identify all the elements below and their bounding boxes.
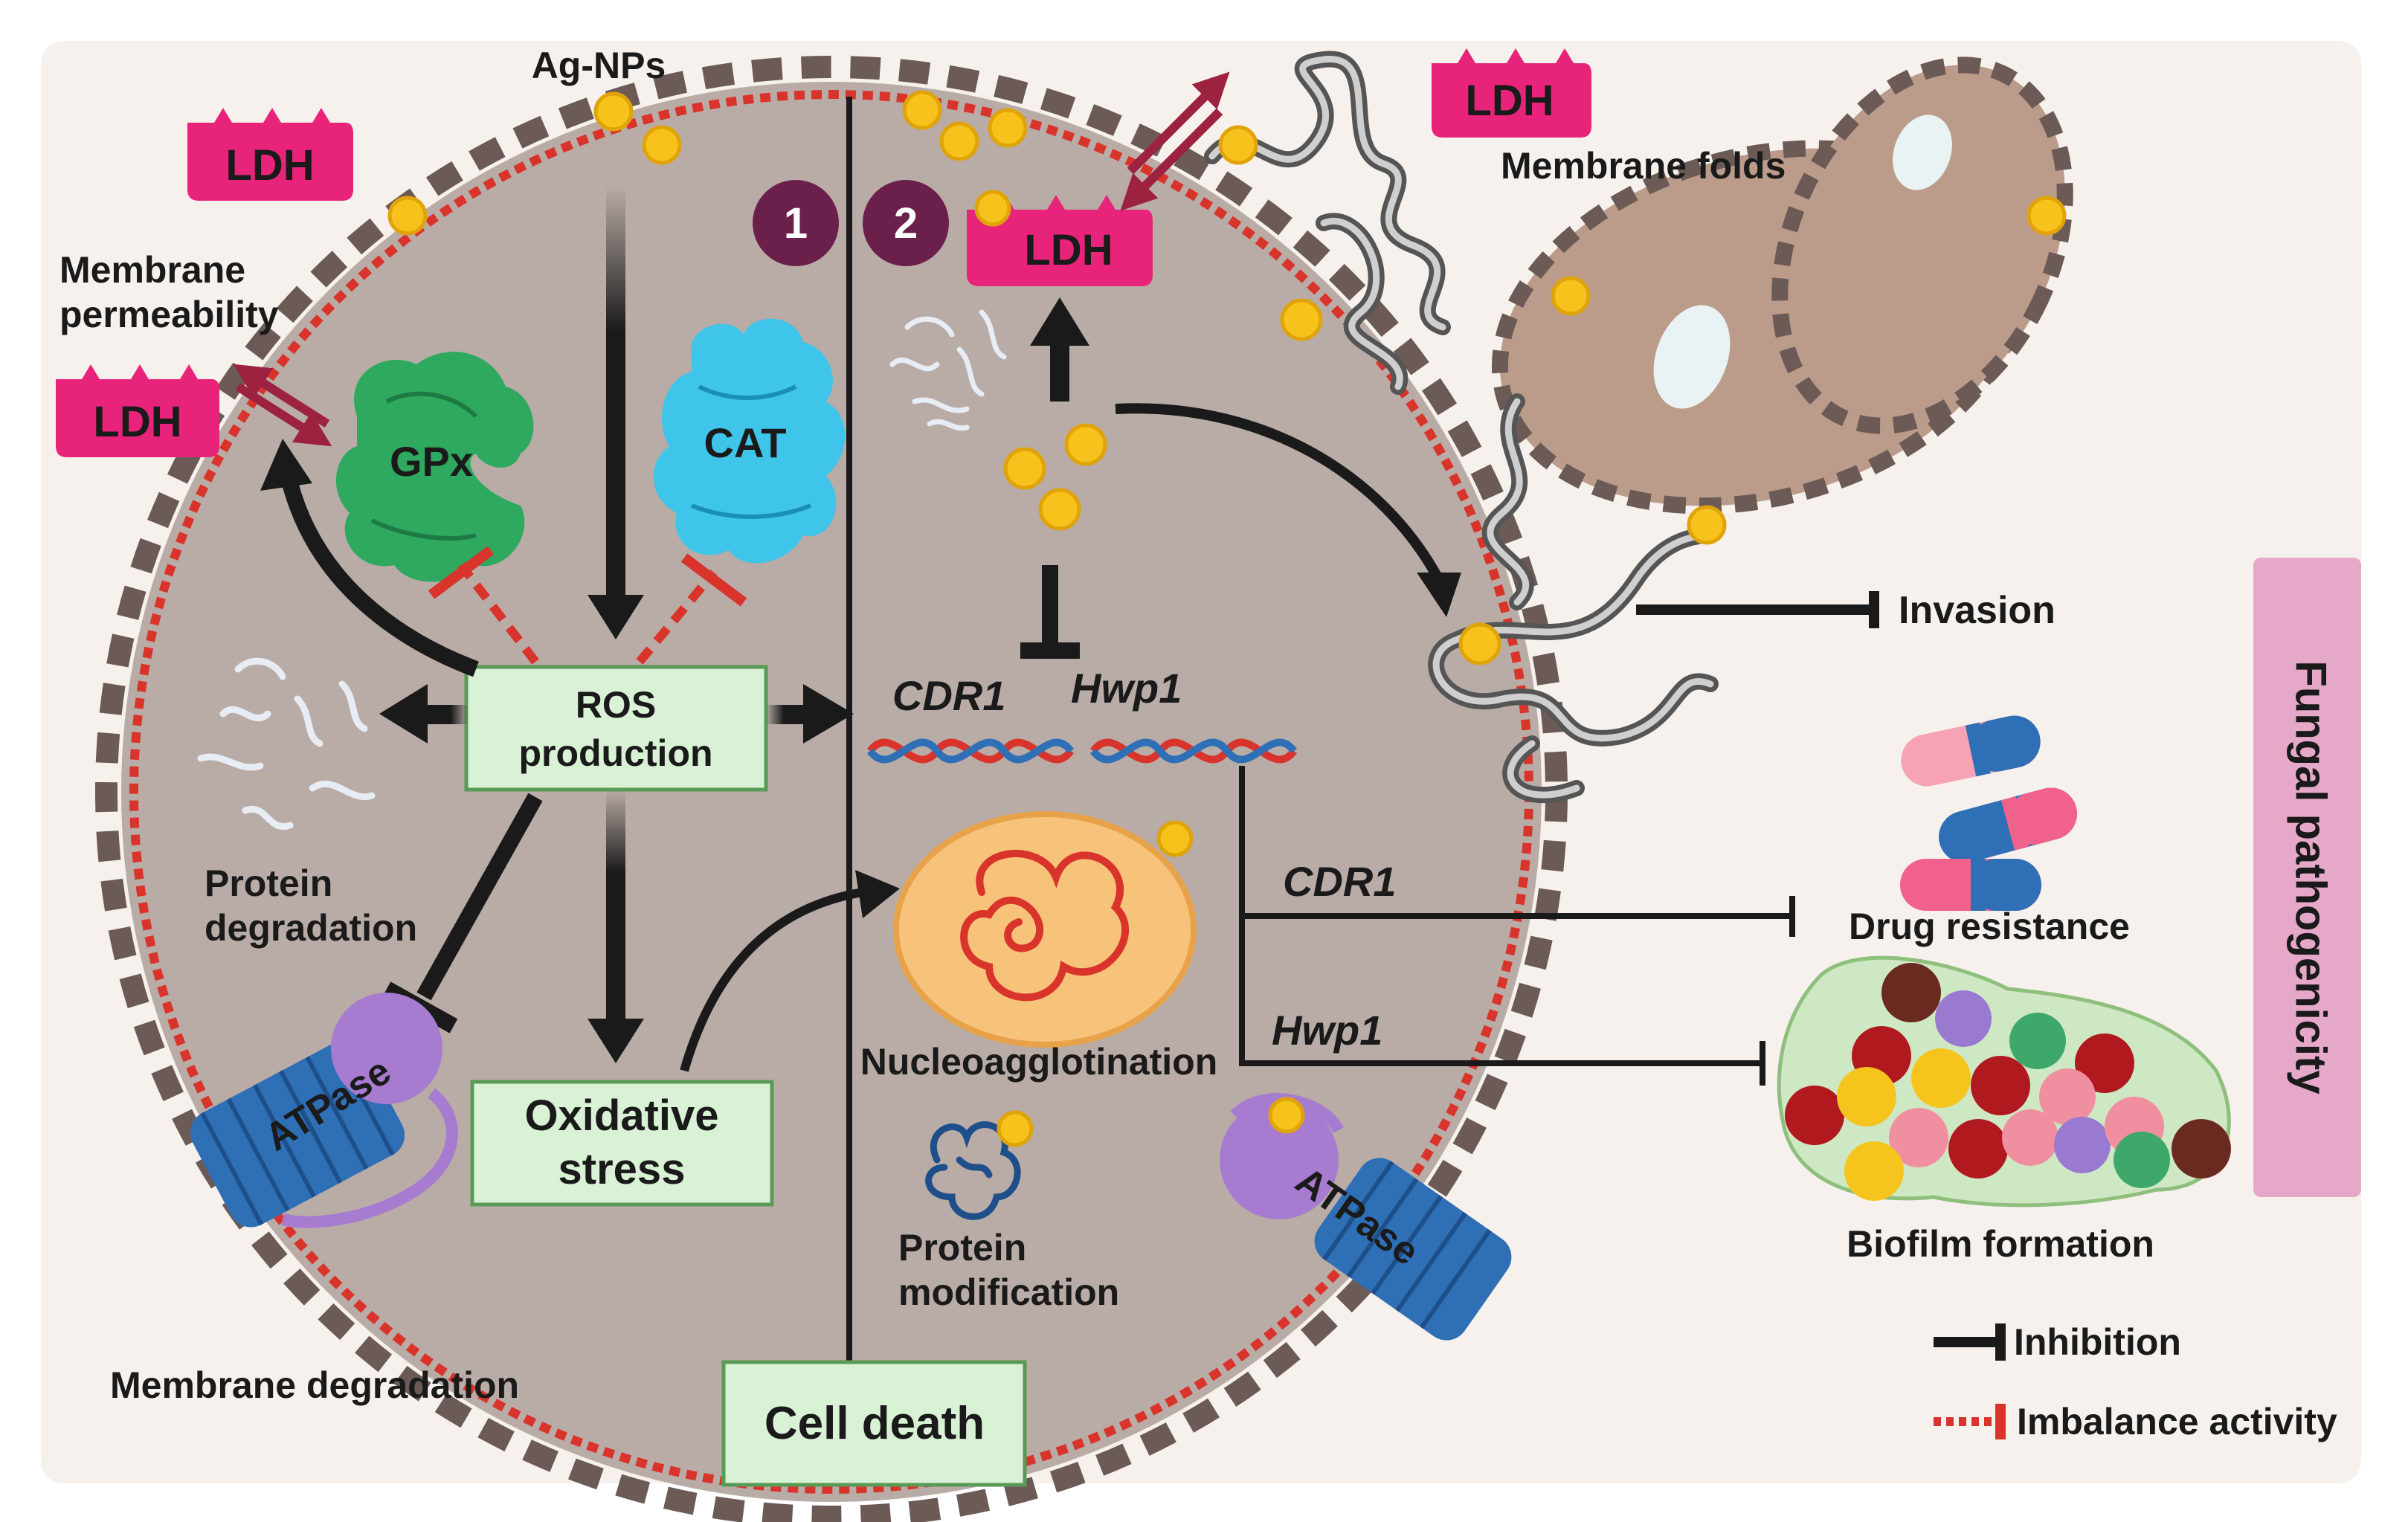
cell-death-box — [721, 1360, 1027, 1487]
ldh-badge-center — [967, 195, 1153, 286]
protein-modification-label-1: Protein — [898, 1227, 1026, 1268]
protein-modification-label-2: modification — [898, 1271, 1119, 1313]
step-1-label: 1 — [784, 199, 808, 248]
oxidative-label-1: Oxidative — [524, 1091, 718, 1140]
ros-label-1: ROS — [576, 684, 656, 726]
ros-left-arrow-head — [379, 684, 428, 744]
ros-right-arrow-head — [803, 684, 854, 744]
oxidative-nucleus-arrow-head — [855, 870, 900, 918]
gpx-label: GPx — [390, 438, 473, 485]
ldh-badge-top-left — [187, 108, 353, 201]
fungal-pathogenicity-label: Fungal pathogenicity — [2287, 660, 2335, 1094]
oxidative-stress-box — [470, 1080, 774, 1207]
cell-death-label: Cell death — [764, 1398, 985, 1449]
protein-modification-icon — [925, 1121, 1021, 1220]
ros-left-arrow-shaft — [424, 705, 469, 724]
cat-enzyme — [653, 318, 846, 564]
ag-nps-label: Ag-NPs — [532, 45, 666, 86]
gpx-enzyme — [335, 352, 534, 582]
ros-oxidative-arrow-shaft — [606, 790, 625, 1028]
ag-nanoparticles — [387, 90, 2067, 1147]
protein-fragments-left — [197, 657, 376, 831]
protein-degradation-label-1: Protein — [205, 862, 332, 904]
agnp-ros-arrow-shaft — [606, 186, 625, 602]
invasion-curve-arrow-head — [1417, 573, 1461, 617]
protein-fragments-right — [889, 309, 1007, 431]
fungal-pathogenicity-tab — [2253, 558, 2361, 1197]
ldh-up-arrow-head — [1030, 297, 1089, 346]
hwp1-gene-label: Hwp1 — [1071, 665, 1182, 712]
membrane-folds-label: Membrane folds — [1501, 145, 1786, 187]
step-2-label: 2 — [894, 199, 918, 248]
ros-membrane-arrow-head — [260, 439, 312, 491]
ldh-label-top-right: LDH — [1465, 77, 1554, 125]
dna-cdr1 — [867, 738, 1074, 764]
invasion-label: Invasion — [1899, 589, 2056, 632]
membrane-degradation-label: Membrane degradation — [110, 1364, 519, 1406]
hwp1-branch-label: Hwp1 — [1272, 1007, 1382, 1054]
cdr1-gene-label: CDR1 — [892, 672, 1005, 719]
ros-membrane-arrow — [282, 481, 479, 677]
yeast-cells — [1491, 57, 2073, 515]
nucleoagglotination-label: Nucleoagglotination — [860, 1041, 1218, 1083]
atpase-left — [190, 993, 458, 1228]
ldh-label-left: LDH — [93, 398, 181, 446]
ros-label-2: production — [518, 732, 712, 774]
oxidative-nucleus-arrow — [680, 888, 863, 1072]
oxidative-label-2: stress — [558, 1145, 686, 1193]
ldh-label-center: LDH — [1024, 226, 1113, 274]
membrane-folds-inner — [1208, 56, 1716, 799]
legend-inhibition-label: Inhibition — [2014, 1321, 2181, 1363]
gene-branch-lines — [1239, 766, 1795, 1086]
biofilm-formation-label: Biofilm formation — [1847, 1223, 2154, 1265]
ros-oxidative-arrow-head — [587, 1019, 644, 1063]
ldh-badge-left — [56, 364, 219, 457]
cdr1-branch-label: CDR1 — [1283, 858, 1396, 905]
ldh-badge-top-right — [1432, 48, 1591, 138]
biofilm — [1777, 955, 2231, 1207]
protein-degradation-label-2: degradation — [205, 907, 417, 949]
nucleus — [893, 811, 1197, 1048]
ldh-label-top-left: LDH — [225, 141, 314, 190]
step-2-circle — [863, 180, 949, 266]
membrane-permeability-label-1: Membrane — [59, 249, 245, 291]
membrane-permeability-label-2: permeability — [59, 294, 279, 335]
atpase-right — [1220, 1093, 1512, 1341]
cat-label: CAT — [704, 419, 787, 466]
dna-hwp1 — [1090, 738, 1297, 764]
permeability-arrows-left — [233, 364, 332, 447]
ldh-up-arrow-shaft — [1050, 342, 1069, 402]
imbalance-lines — [457, 562, 718, 665]
legend: Inhibition Imbalance activity — [1934, 1321, 2337, 1442]
ros-atpase-inhibit — [416, 793, 543, 1001]
drug-capsules — [1900, 715, 2077, 911]
agnp-ros-arrow-head — [587, 595, 644, 639]
permeability-arrows-center — [1120, 71, 1230, 211]
invasion-curve-arrow — [1115, 403, 1444, 583]
drug-resistance-label: Drug resistance — [1849, 906, 2130, 947]
step-1-circle — [753, 180, 839, 266]
imbalance-bars — [428, 546, 747, 607]
legend-imbalance-label: Imbalance activity — [2017, 1401, 2337, 1442]
